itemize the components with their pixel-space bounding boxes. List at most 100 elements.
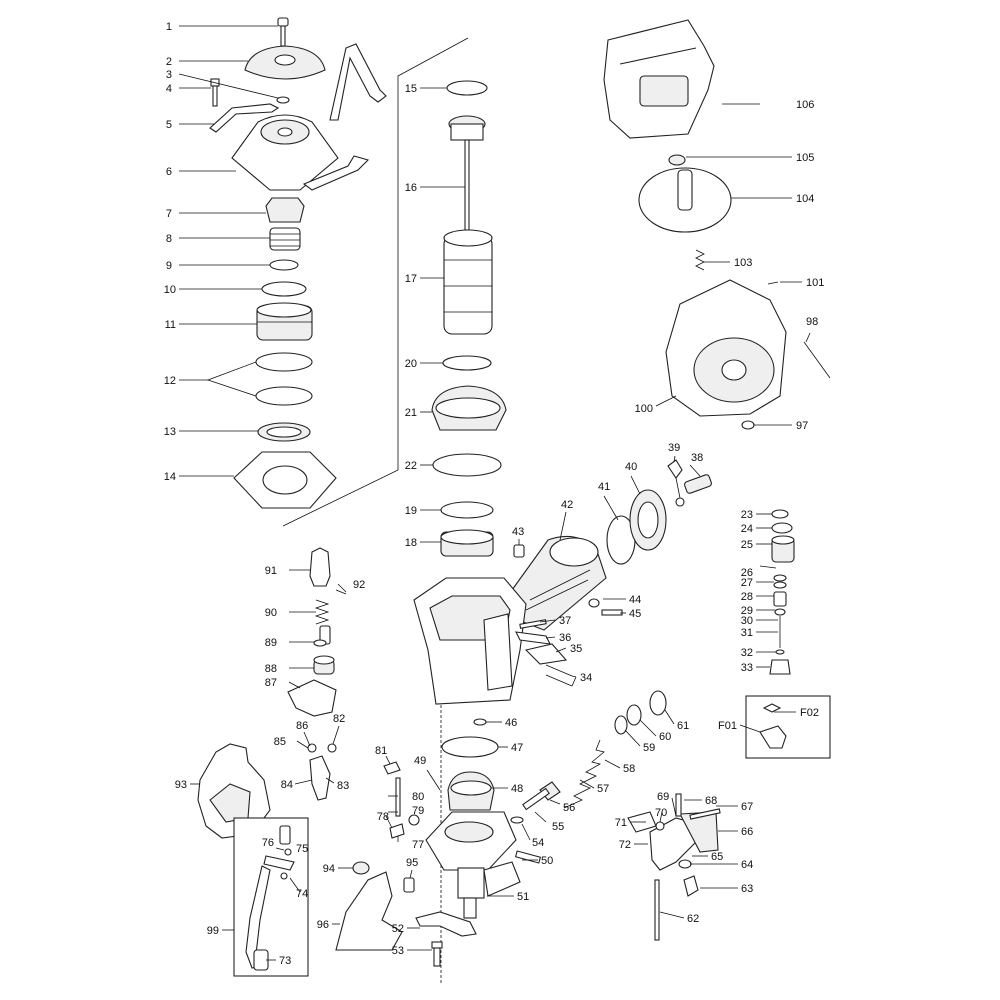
callout-28: 28 — [741, 591, 753, 603]
callout-66: 66 — [741, 826, 753, 838]
main-body — [413, 535, 623, 758]
callout-64: 64 — [741, 859, 753, 871]
callout-5: 5 — [166, 119, 172, 131]
callout-68: 68 — [705, 795, 717, 807]
callout-93: 93 — [175, 779, 187, 791]
callout-35: 35 — [570, 643, 582, 655]
nose-assembly — [408, 771, 542, 967]
callout-101: 101 — [806, 277, 824, 289]
callout-44: 44 — [629, 594, 641, 606]
callout-38: 38 — [691, 452, 703, 464]
callout-25: 25 — [741, 539, 753, 551]
callout-6: 6 — [166, 166, 172, 178]
callout-21: 21 — [405, 407, 417, 419]
trigger-assembly — [197, 547, 415, 951]
callout-61: 61 — [677, 720, 689, 732]
callout-20: 20 — [405, 358, 417, 370]
callout-69: 69 — [657, 791, 669, 803]
callout-90: 90 — [265, 607, 277, 619]
callout-1: 1 — [166, 21, 172, 33]
callout-9: 9 — [166, 260, 172, 272]
callout-62: 62 — [687, 913, 699, 925]
callout-95: 95 — [406, 857, 418, 869]
callout-22: 22 — [405, 460, 417, 472]
valve-stack — [759, 509, 795, 675]
callout-14: 14 — [164, 471, 176, 483]
callout-42: 42 — [561, 499, 573, 511]
callout-99: 99 — [207, 925, 219, 937]
callout-34: 34 — [580, 672, 592, 684]
callout-75: 75 — [296, 843, 308, 855]
callout-106: 106 — [796, 99, 814, 111]
callout-15: 15 — [405, 83, 417, 95]
callout-12: 12 — [164, 375, 176, 387]
callout-51: 51 — [517, 891, 529, 903]
callout-59: 59 — [643, 742, 655, 754]
callout-71: 71 — [615, 817, 627, 829]
callout-3: 3 — [166, 69, 172, 81]
callout-33: 33 — [741, 662, 753, 674]
callout-13: 13 — [164, 426, 176, 438]
callout-18: 18 — [405, 537, 417, 549]
callout-F01: F01 — [718, 720, 737, 732]
callout-F02: F02 — [800, 707, 819, 719]
callout-47: 47 — [511, 742, 523, 754]
callout-11: 11 — [165, 319, 176, 331]
callout-36: 36 — [559, 632, 571, 644]
cap-assembly — [209, 17, 387, 509]
rear-cap — [606, 459, 712, 565]
callout-29: 29 — [741, 605, 753, 617]
callout-100: 100 — [635, 403, 653, 415]
callout-82: 82 — [333, 713, 345, 725]
callout-81: 81 — [375, 745, 387, 757]
callout-72: 72 — [619, 839, 631, 851]
callout-97: 97 — [796, 420, 808, 432]
callout-67: 67 — [741, 801, 753, 813]
leader-lines — [178, 25, 811, 961]
callout-63: 63 — [741, 883, 753, 895]
callout-70: 70 — [655, 807, 667, 819]
callout-54: 54 — [532, 837, 544, 849]
callout-58: 58 — [623, 763, 635, 775]
inset-99 — [233, 817, 309, 977]
callout-48: 48 — [511, 783, 523, 795]
callout-89: 89 — [265, 637, 277, 649]
callout-43: 43 — [512, 526, 524, 538]
callout-56: 56 — [563, 802, 575, 814]
callout-49: 49 — [414, 755, 426, 767]
callout-53: 53 — [392, 945, 404, 957]
callout-27: 27 — [741, 577, 753, 589]
callout-88: 88 — [265, 663, 277, 675]
callout-46: 46 — [505, 717, 517, 729]
callout-17: 17 — [405, 273, 417, 285]
callout-91: 91 — [265, 565, 277, 577]
callout-30: 30 — [741, 615, 753, 627]
callout-76: 76 — [262, 837, 274, 849]
callout-94: 94 — [323, 863, 335, 875]
callout-10: 10 — [164, 284, 176, 296]
callout-74: 74 — [296, 888, 308, 900]
callout-84: 84 — [281, 779, 293, 791]
callout-45: 45 — [629, 608, 641, 620]
drive-assembly — [510, 690, 667, 824]
callout-57: 57 — [597, 783, 609, 795]
callout-65: 65 — [711, 851, 723, 863]
callout-60: 60 — [659, 731, 671, 743]
callout-50: 50 — [541, 855, 553, 867]
callout-87: 87 — [265, 677, 277, 689]
callout-8: 8 — [166, 233, 172, 245]
callout-24: 24 — [741, 523, 753, 535]
callout-40: 40 — [625, 461, 637, 473]
callout-31: 31 — [741, 627, 753, 639]
magazine-assembly — [603, 19, 831, 430]
callout-41: 41 — [598, 481, 610, 493]
callout-19: 19 — [405, 505, 417, 517]
callout-79: 79 — [412, 805, 424, 817]
callout-78: 78 — [377, 811, 389, 823]
centre-column — [431, 80, 507, 557]
inset-box — [745, 695, 831, 759]
callout-105: 105 — [796, 152, 814, 164]
callout-37: 37 — [559, 615, 571, 627]
